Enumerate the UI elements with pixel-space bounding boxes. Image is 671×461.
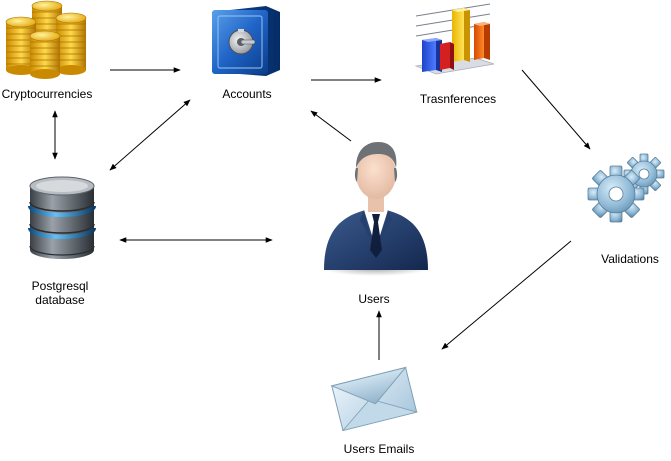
database-icon [28,176,96,259]
node-label-transferences: Trasnferences [419,92,497,106]
node-label-validations: Validations [601,252,659,266]
gears-icon [587,153,665,223]
arrow-users-to-accounts [310,110,352,142]
node-label-accounts: Accounts [222,87,272,101]
arrow-postgresql-to-accounts [109,99,191,171]
node-label-cryptocurrencies: Cryptocurrencies [1,87,93,101]
node-label-users-emails: Users Emails [343,442,415,456]
bar-chart-icon [414,3,495,75]
arrow-transferences-to-validations [521,69,591,150]
envelope-icon [330,366,418,432]
businessman-icon [322,142,430,276]
coins-icon [5,0,87,79]
node-label-postgresql: Postgresql database [31,279,89,307]
node-label-users: Users [358,292,390,306]
arrow-validations-to-users-emails [441,240,572,350]
safe-icon [212,6,280,76]
